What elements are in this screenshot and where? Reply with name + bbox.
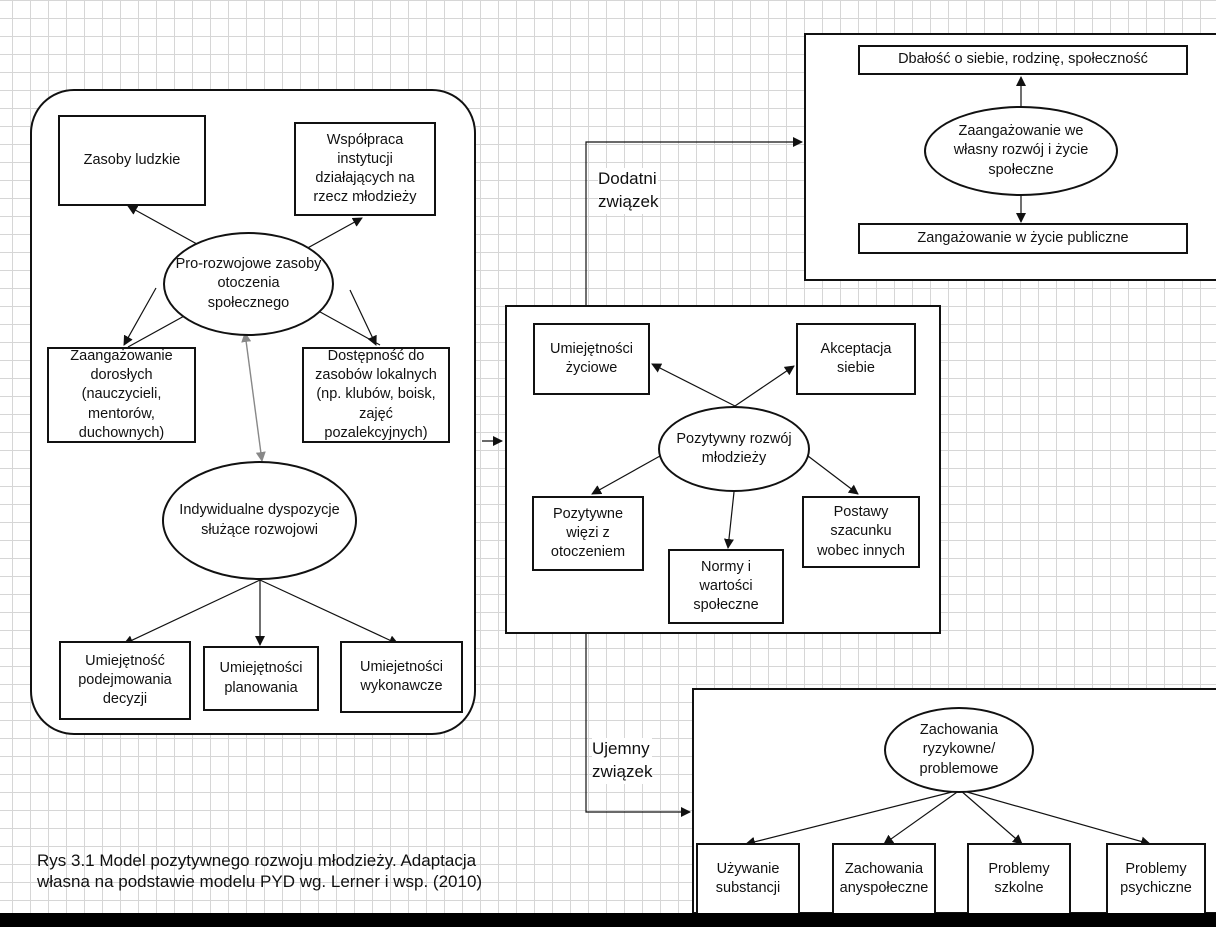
- box-psych: Problemy psychiczne: [1106, 843, 1206, 915]
- box-local-access-label: Dostępność do zasobów lokalnych (np. klu…: [315, 348, 437, 441]
- bottom-black-bar: [0, 913, 1216, 927]
- box-respect: Postawy szacunku wobec innych: [802, 496, 920, 568]
- figure-caption: Rys 3.1 Model pozytywnego rozwoju młodzi…: [37, 850, 482, 893]
- box-adults-label: Zaangażowanie dorosłych (nauczycieli, me…: [70, 348, 173, 441]
- figure-caption-line2: własna na podstawie modelu PYD wg. Lerne…: [37, 872, 483, 892]
- box-life-skills: Umiejętności życiowe: [533, 323, 650, 395]
- ellipse-individual: Indywidualne dyspozycje służące rozwojow…: [162, 461, 357, 580]
- box-school: Problemy szkolne: [967, 843, 1071, 915]
- ellipse-engagement-label: Zaangażowanie we własny rozwój i życie s…: [953, 123, 1089, 178]
- negative-link-label: Ujemny związek: [592, 738, 653, 784]
- box-executive: Umiejetności wykonawcze: [340, 641, 463, 713]
- ellipse-risk-behaviors: Zachowania ryzykowne/ problemowe: [884, 707, 1034, 793]
- ellipse-social-resources-label: Pro-rozwojowe zasoby otoczenia społeczne…: [175, 256, 322, 311]
- figure-caption-line1: Rys 3.1 Model pozytywnego rozwoju młodzi…: [37, 851, 477, 870]
- arrow-negative-link: [585, 634, 691, 817]
- positive-link-label: Dodatni związek: [598, 168, 659, 214]
- box-planning: Umiejętności planowania: [203, 646, 319, 711]
- box-cooperation: Współpraca instytucji działających na rz…: [294, 122, 436, 216]
- negative-link-label-line2: związek: [592, 761, 653, 781]
- box-norms-label: Normy i wartości społeczne: [693, 558, 759, 614]
- ellipse-risk-behaviors-label: Zachowania ryzykowne/ problemowe: [919, 722, 999, 777]
- box-public: Zangażowanie w życie publiczne: [858, 223, 1188, 254]
- box-executive-label: Umiejetności wykonawcze: [360, 658, 443, 694]
- box-local-access: Dostępność do zasobów lokalnych (np. klu…: [302, 347, 450, 443]
- box-respect-label: Postawy szacunku wobec innych: [817, 504, 905, 559]
- box-self-acceptance: Akceptacja siebie: [796, 323, 916, 395]
- box-planning-label: Umiejętności planowania: [219, 660, 303, 696]
- box-bonds: Pozytywne więzi z otoczeniem: [532, 496, 644, 571]
- ellipse-social-resources: Pro-rozwojowe zasoby otoczenia społeczne…: [163, 232, 334, 336]
- ellipse-individual-label: Indywidualne dyspozycje służące rozwojow…: [179, 502, 340, 538]
- box-decisions: Umiejętność podejmowania decyzji: [59, 641, 191, 720]
- box-bonds-label: Pozytywne więzi z otoczeniem: [550, 505, 626, 561]
- box-adults: Zaangażowanie dorosłych (nauczycieli, me…: [47, 347, 196, 443]
- negative-link-label-line1: Ujemny: [592, 739, 650, 758]
- ellipse-positive-development-label: Pozytywny rozwój młodzieży: [676, 430, 792, 466]
- box-antisocial-label: Zachowania anyspołeczne: [839, 860, 929, 896]
- box-school-label: Problemy szkolne: [988, 860, 1050, 896]
- box-public-label: Zangażowanie w życie publiczne: [917, 229, 1129, 246]
- arrow-positive-link: [585, 137, 803, 305]
- box-antisocial: Zachowania anyspołeczne: [832, 843, 936, 915]
- box-cooperation-label: Współpraca instytucji działających na rz…: [313, 131, 417, 206]
- box-decisions-label: Umiejętność podejmowania decyzji: [78, 652, 172, 708]
- box-care: Dbałość o siebie, rodzinę, społeczność: [858, 45, 1188, 75]
- box-life-skills-label: Umiejętności życiowe: [550, 340, 633, 376]
- ellipse-engagement: Zaangażowanie we własny rozwój i życie s…: [924, 106, 1118, 196]
- box-norms: Normy i wartości społeczne: [668, 549, 784, 624]
- ellipse-positive-development: Pozytywny rozwój młodzieży: [658, 406, 810, 492]
- box-human-resources-label: Zasoby ludzkie: [83, 151, 181, 168]
- box-psych-label: Problemy psychiczne: [1120, 860, 1192, 896]
- box-self-acceptance-label: Akceptacja siebie: [820, 340, 892, 376]
- box-human-resources: Zasoby ludzkie: [58, 115, 206, 206]
- positive-link-label-line2: związek: [598, 191, 659, 211]
- positive-link-label-line1: Dodatni: [598, 169, 657, 188]
- box-substances: Używanie substancji: [696, 843, 800, 915]
- box-substances-label: Używanie substancji: [715, 860, 781, 896]
- box-care-label: Dbałość o siebie, rodzinę, społeczność: [898, 51, 1148, 68]
